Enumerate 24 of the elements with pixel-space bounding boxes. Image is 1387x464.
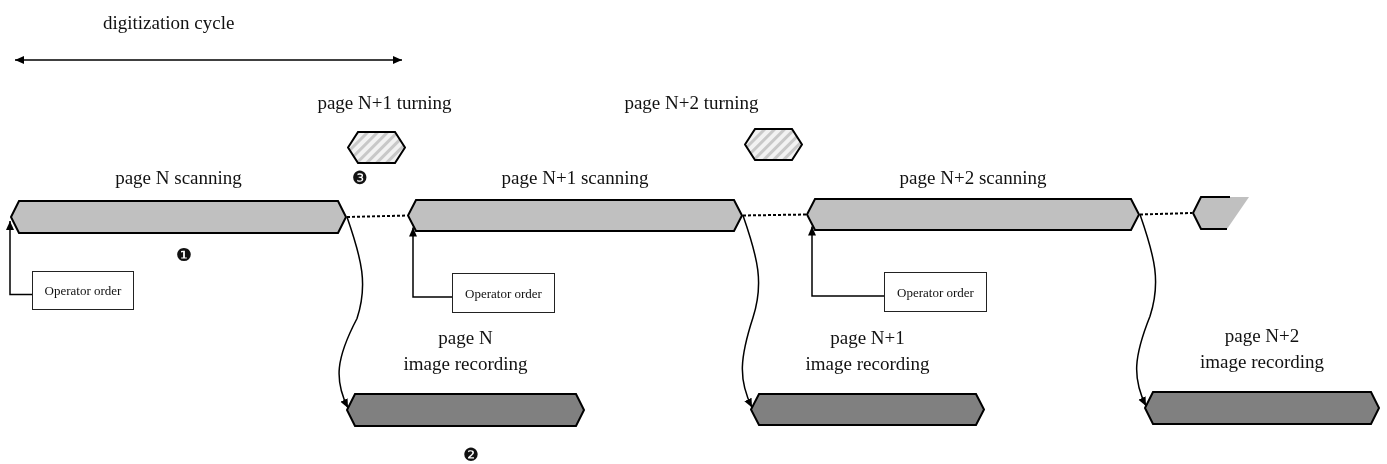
bar-caption: page N+1 image recording bbox=[805, 326, 930, 376]
arrow bbox=[338, 216, 364, 409]
trigger-arrow bbox=[409, 226, 453, 298]
dotted-line bbox=[346, 214, 408, 218]
callout-number: ❸ bbox=[352, 168, 369, 188]
bar-caption: page N+2 image recording bbox=[1200, 324, 1324, 374]
order-box: Operator order bbox=[32, 271, 134, 310]
bar-title: page N+1 scanning bbox=[500, 166, 650, 190]
order-box: Operator order bbox=[884, 272, 987, 312]
dotted-line bbox=[742, 213, 807, 217]
bar-title: page N+2 scanning bbox=[898, 166, 1048, 190]
trigger-arrow bbox=[808, 225, 885, 297]
bar-title: page N scanning bbox=[114, 166, 243, 190]
callout-number: ❶ bbox=[176, 245, 193, 265]
bar-title: page N+2 turning bbox=[624, 91, 759, 115]
dotted-line bbox=[1139, 212, 1193, 216]
bar-title: page N+1 turning bbox=[317, 91, 452, 115]
callout-number: ❷ bbox=[463, 445, 480, 464]
order-box: Operator order bbox=[452, 273, 555, 313]
trigger-arrow bbox=[6, 220, 33, 296]
cycle-label: digitization cycle bbox=[103, 12, 235, 34]
bar-caption: page N image recording bbox=[403, 326, 528, 376]
arrow bbox=[741, 214, 760, 409]
arrow bbox=[1135, 213, 1157, 407]
